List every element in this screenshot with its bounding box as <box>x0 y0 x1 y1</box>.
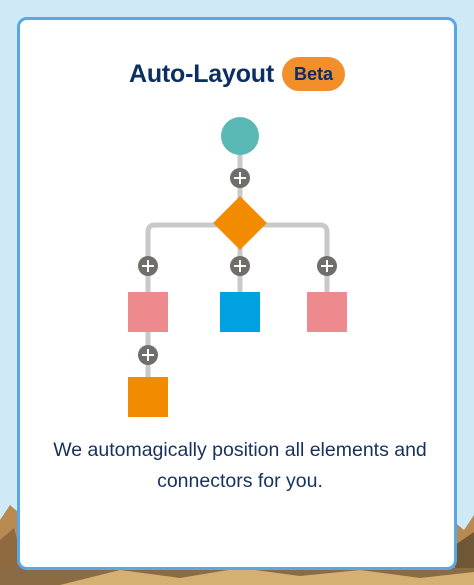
add-after-start[interactable] <box>230 168 250 188</box>
add-center-branch[interactable] <box>230 256 250 276</box>
left-element[interactable] <box>128 292 168 332</box>
caption-line-2: connectors for you. <box>157 470 323 492</box>
decision-node[interactable] <box>213 196 267 250</box>
card-header: Auto-Layout Beta <box>20 56 454 92</box>
plus-icon <box>234 260 246 272</box>
flow-diagram <box>128 117 347 417</box>
card-title: Auto-Layout <box>128 59 274 88</box>
card-caption: We automagically position all elements a… <box>40 435 440 497</box>
add-after-left-element[interactable] <box>138 345 158 365</box>
center-element[interactable] <box>220 292 260 332</box>
right-element[interactable] <box>307 292 347 332</box>
add-right-branch[interactable] <box>317 256 337 276</box>
beta-badge: Beta <box>281 57 345 91</box>
connector-decision-left <box>145 222 243 303</box>
plus-icon <box>142 349 154 361</box>
plus-icon <box>234 172 246 184</box>
caption-line-1: We automagically position all elements a… <box>53 439 427 461</box>
connector-decision-right <box>237 222 330 303</box>
auto-layout-card: Auto-Layout Beta <box>17 17 457 570</box>
plus-icon <box>142 260 154 272</box>
bottom-element[interactable] <box>128 377 168 417</box>
add-left-branch[interactable] <box>138 256 158 276</box>
plus-icon <box>321 260 333 272</box>
start-node[interactable] <box>221 117 259 155</box>
